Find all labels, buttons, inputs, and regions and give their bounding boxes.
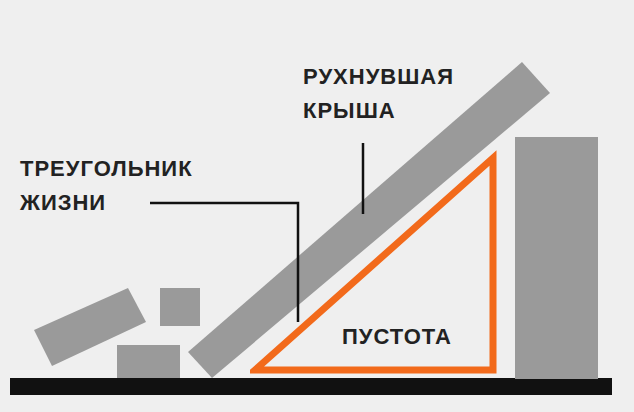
void-triangle: ПУСТОТА bbox=[250, 150, 500, 376]
node-text: ПУСТОТА bbox=[342, 324, 452, 350]
ground-bar bbox=[10, 378, 612, 395]
debris-brick bbox=[160, 288, 200, 326]
callout-label: РУХНУВШАЯ КРЫША bbox=[303, 60, 454, 128]
triangle-of-life bbox=[255, 158, 493, 370]
leader-line bbox=[362, 143, 365, 214]
wall-pillar bbox=[515, 137, 598, 379]
leader-line bbox=[150, 203, 298, 322]
debris-brick bbox=[117, 345, 180, 378]
callout-label: ТРЕУГОЛЬНИК ЖИЗНИ bbox=[20, 152, 193, 220]
